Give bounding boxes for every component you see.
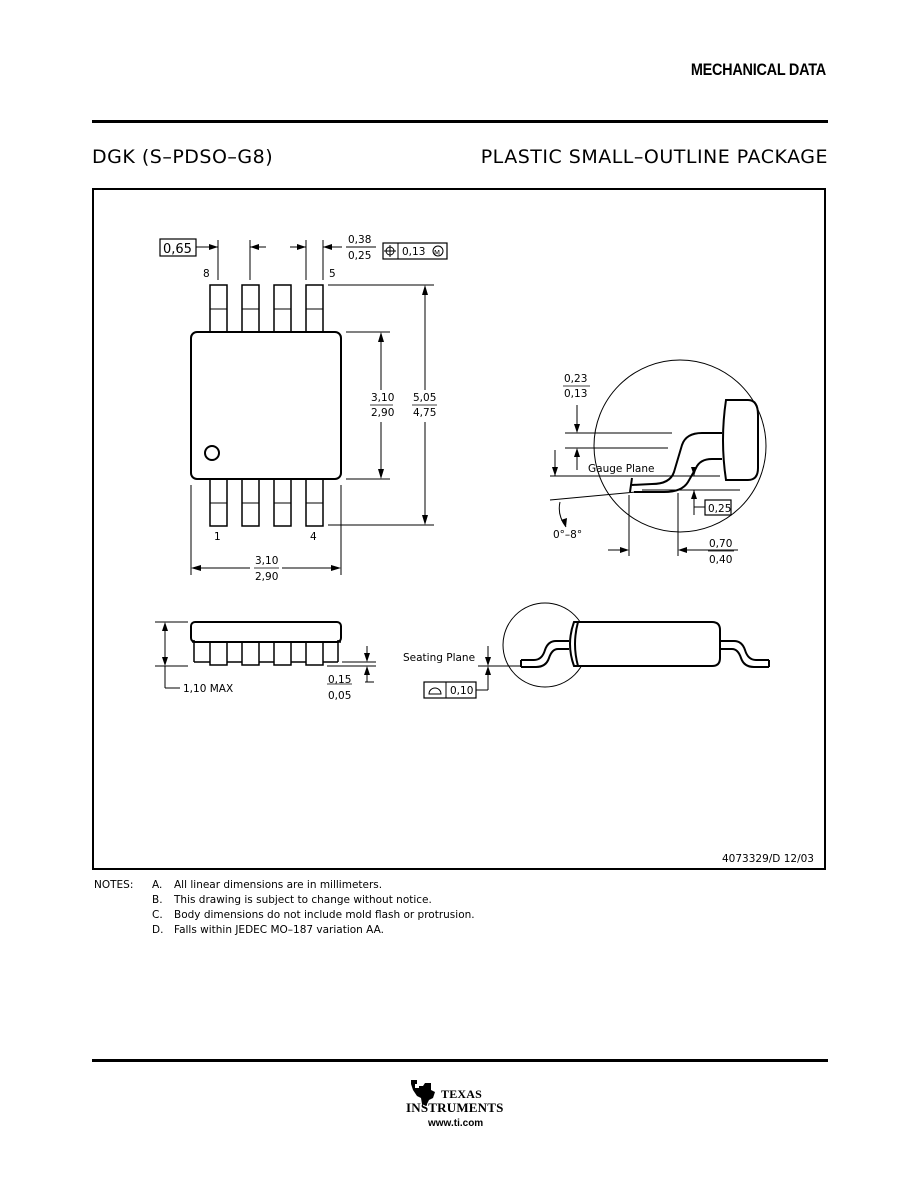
pin-4-label: 4 <box>310 531 317 543</box>
foot-length-max: 0,70 <box>709 538 732 550</box>
body-width-min: 2,90 <box>371 407 394 419</box>
seating-plane-label: Seating Plane <box>403 652 475 664</box>
package-name: PLASTIC SMALL–OUTLINE PACKAGE <box>480 146 828 168</box>
coplanarity-value: 0,10 <box>450 685 473 697</box>
foot-length-min: 0,40 <box>709 554 732 566</box>
position-tolerance: 0,13 <box>402 246 425 258</box>
standoff-min: 0,05 <box>328 690 351 702</box>
overall-width-min: 4,75 <box>413 407 436 419</box>
top-pins <box>209 284 324 334</box>
notes-label: NOTES: <box>94 879 134 891</box>
lead-width-max: 0,38 <box>348 234 371 246</box>
header-rule <box>92 120 828 123</box>
height-max-label: 1,10 MAX <box>183 683 233 695</box>
gauge-plane-label: Gauge Plane <box>588 463 655 475</box>
pitch-label: 0,65 <box>163 242 192 257</box>
package-code: DGK (S–PDSO–G8) <box>92 146 274 168</box>
standoff-max: 0,15 <box>328 674 351 686</box>
drawing-frame <box>92 188 826 870</box>
pin-8-label: 8 <box>203 268 210 280</box>
overall-width-max: 5,05 <box>413 392 436 404</box>
body-width-max: 3,10 <box>371 392 394 404</box>
pin-1-label: 1 <box>214 531 221 543</box>
texas-instruments-logo-icon <box>411 1080 435 1106</box>
note-item: A.All linear dimensions are in millimete… <box>152 879 383 891</box>
footer-rule <box>92 1059 828 1062</box>
lead-width-min: 0,25 <box>348 250 371 262</box>
tolerance-modifier: M <box>434 249 440 257</box>
lead-thickness-min: 0,13 <box>564 388 587 400</box>
bottom-pins <box>209 477 324 527</box>
note-item: B.This drawing is subject to change with… <box>152 894 432 906</box>
pin-5-label: 5 <box>329 268 336 280</box>
document-number: 4073329/D 12/03 <box>722 853 814 865</box>
brand-line-1: TEXAS <box>441 1087 483 1101</box>
body-length-max: 3,10 <box>255 555 278 567</box>
website-url[interactable]: www.ti.com <box>428 1118 484 1129</box>
angle-label: 0°–8° <box>553 529 582 541</box>
note-item: D.Falls within JEDEC MO–187 variation AA… <box>152 924 384 936</box>
body-length-min: 2,90 <box>255 571 278 583</box>
gauge-dimension: 0,25 <box>708 503 731 515</box>
package-body-top-view <box>190 331 342 480</box>
page-header-title: MECHANICAL DATA <box>690 60 826 79</box>
note-item: C.Body dimensions do not include mold fl… <box>152 909 475 921</box>
package-body-side-view <box>190 621 342 643</box>
pin1-marker <box>204 445 220 461</box>
brand-line-2: INSTRUMENTS <box>406 1100 504 1115</box>
lead-thickness-max: 0,23 <box>564 373 587 385</box>
